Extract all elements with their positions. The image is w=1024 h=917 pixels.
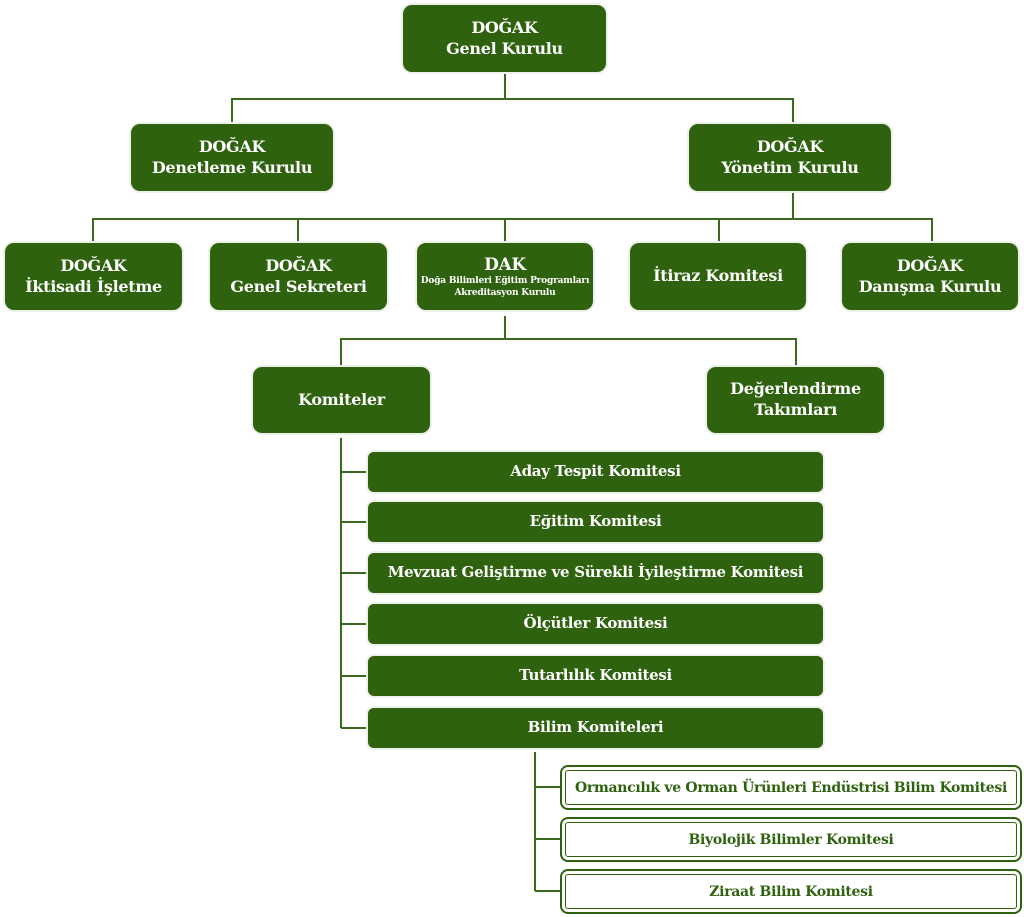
node-itiraz-komitesi: İtiraz Komitesi: [630, 243, 806, 310]
science-committee-label: Ormancılık ve Orman Ürünleri Endüstrisi …: [575, 779, 1007, 796]
science-committee-label: Biyolojik Bilimler Komitesi: [688, 831, 894, 848]
committee-label: Eğitim Komitesi: [529, 512, 662, 531]
node-line: DAK: [484, 255, 526, 276]
node-denetleme-kurulu: DOĞAK Denetleme Kurulu: [131, 124, 333, 191]
committee-item: Mevzuat Geliştirme ve Sürekli İyileştirm…: [368, 553, 823, 593]
committee-item: Ölçütler Komitesi: [368, 604, 823, 644]
connector: [92, 218, 933, 243]
node-komiteler: Komiteler: [253, 367, 430, 433]
node-line: Denetleme Kurulu: [151, 157, 313, 177]
node-line: Genel Sekreteri: [230, 276, 367, 296]
node-yonetim-kurulu: DOĞAK Yönetim Kurulu: [689, 124, 891, 191]
node-line: İtiraz Komitesi: [653, 266, 783, 286]
committee-label: Ölçütler Komitesi: [523, 614, 668, 633]
committee-label: Mevzuat Geliştirme ve Sürekli İyileştirm…: [387, 563, 804, 582]
science-committee-item: Ziraat Bilim Komitesi: [560, 869, 1022, 914]
node-line: Danışma Kurulu: [858, 276, 1002, 296]
node-line: Akreditasyon Kurulu: [454, 287, 556, 298]
science-committee-item: Ormancılık ve Orman Ürünleri Endüstrisi …: [560, 765, 1022, 810]
node-dak: DAK Doğa Bilimleri Eğitim Programları Ak…: [417, 243, 593, 310]
science-committee-label: Ziraat Bilim Komitesi: [709, 883, 873, 900]
committee-label: Bilim Komiteleri: [527, 718, 664, 737]
committee-label: Aday Tespit Komitesi: [510, 462, 681, 481]
science-committee-item: Biyolojik Bilimler Komitesi: [560, 817, 1022, 862]
node-line: DOĞAK: [265, 255, 332, 275]
node-genel-sekreteri: DOĞAK Genel Sekreteri: [210, 243, 387, 310]
node-line: Değerlendirme: [730, 379, 861, 399]
node-line: Doğa Bilimleri Eğitim Programları: [420, 276, 590, 287]
node-line: DOĞAK: [756, 136, 824, 156]
node-line: Komiteler: [298, 389, 385, 409]
committee-item: Tutarlılık Komitesi: [368, 656, 823, 696]
node-line: DOĞAK: [471, 17, 538, 37]
node-danisma-kurulu: DOĞAK Danışma Kurulu: [842, 243, 1018, 310]
committee-item: Aday Tespit Komitesi: [368, 452, 823, 492]
node-line: İktisadi İşletme: [25, 276, 162, 296]
node-line: DOĞAK: [198, 136, 266, 156]
node-line: Genel Kurulu: [446, 38, 563, 58]
node-line: Takımları: [753, 400, 838, 419]
committee-label: Tutarlılık Komitesi: [519, 666, 672, 685]
connector: [231, 98, 794, 124]
connector: [340, 338, 797, 367]
committee-item: Eğitim Komitesi: [368, 502, 823, 542]
committee-item-bilim-komiteleri: Bilim Komiteleri: [368, 708, 823, 748]
node-line: DOĞAK: [896, 255, 964, 275]
node-line: Yönetim Kurulu: [721, 157, 859, 177]
node-degerlendirme-takimlari: Değerlendirme Takımları: [707, 367, 884, 433]
node-iktisadi-isletme: DOĞAK İktisadi İşletme: [5, 243, 182, 310]
node-genel-kurulu: DOĞAK Genel Kurulu: [403, 5, 606, 72]
node-line: DOĞAK: [60, 255, 127, 275]
